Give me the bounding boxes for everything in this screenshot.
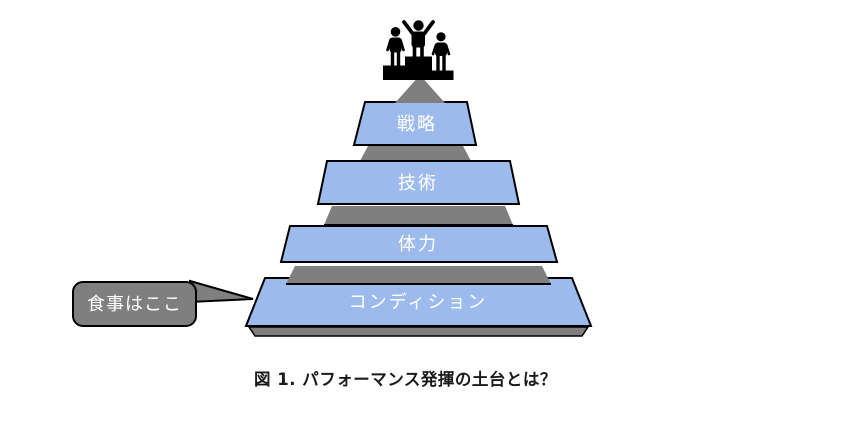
figure-caption: 図 1. パフォーマンス発揮の土台とは？ bbox=[254, 370, 557, 389]
callout-bubble bbox=[72, 281, 197, 327]
pyramid-layer-label-physical: 体力 bbox=[398, 234, 438, 255]
third-place-figure-icon bbox=[431, 32, 451, 72]
winner-figure-icon bbox=[402, 20, 435, 59]
pyramid-step-shadow-3 bbox=[286, 266, 551, 284]
pyramid-apex-shadow bbox=[395, 75, 445, 103]
pyramid-step-shadow-1 bbox=[360, 146, 471, 161]
pyramid-layer-label-condition: コンディション bbox=[349, 292, 488, 313]
callout-tail bbox=[189, 279, 254, 304]
callout: 食事はここ bbox=[72, 279, 254, 327]
second-place-figure-icon bbox=[386, 27, 405, 67]
pyramid-layer-label-strategy: 戦略 bbox=[397, 114, 437, 135]
pyramid-layer-label-technique: 技術 bbox=[398, 173, 438, 194]
pyramid-base-shadow bbox=[247, 326, 590, 337]
callout-text: 食事はここ bbox=[87, 294, 182, 315]
pyramid-step-shadow-2 bbox=[324, 206, 513, 225]
winners-podium-icon bbox=[383, 20, 454, 80]
